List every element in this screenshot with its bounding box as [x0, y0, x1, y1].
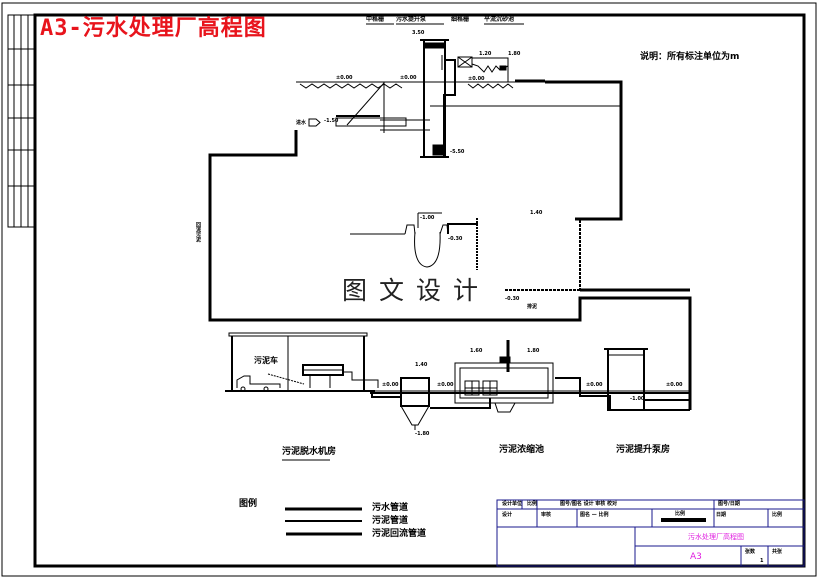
elev-sludge-ground-1: ±0.00	[382, 382, 399, 388]
sludge-thickener	[454, 340, 554, 413]
tb-r2-c2: 审核	[541, 512, 552, 518]
elev-pump-bottom: -5.50	[450, 149, 465, 155]
header-fine-screen: 细格栅	[451, 16, 470, 23]
tb-sheet-label: 张数	[745, 549, 756, 555]
tb-r1-c4: 图号/日期	[718, 501, 740, 507]
tb-drawing-name: 污水处理厂高程图	[688, 533, 744, 541]
elev-grit-top: 1.80	[508, 51, 521, 57]
inflow-elevation: -1.50	[324, 118, 339, 124]
label-underlines	[282, 23, 524, 461]
tb-r2-c4: 比例	[675, 511, 686, 517]
elev-ground-left: ±0.00	[336, 75, 353, 81]
label-thickener: 污泥浓缩池	[499, 445, 545, 455]
header-grit-chamber: 平流沉砂池	[484, 16, 515, 23]
clarifier	[350, 212, 478, 270]
legend-item-sludge: 污泥管道	[372, 516, 409, 526]
header-sewage-pump: 污水提升泵	[396, 16, 427, 23]
sludge-pump-house	[604, 348, 690, 411]
elev-grit-ground: ±0.00	[468, 76, 485, 82]
elev-screen-top: 3.50	[412, 30, 425, 36]
title-block	[496, 499, 805, 567]
cone-thickener	[400, 377, 430, 430]
tb-sheet-size: A3	[690, 552, 702, 562]
inflow-label: 进水	[296, 120, 307, 126]
left-pipe-label: 回流污泥	[195, 222, 201, 242]
elev-sludge-ground-2: ±0.00	[437, 382, 454, 388]
legend-lines	[285, 507, 362, 536]
grit-chamber	[457, 56, 509, 82]
elev-pump-house-ground: ±0.00	[666, 382, 683, 388]
sludge-pipe	[371, 377, 611, 410]
ground-lines-bottom	[370, 390, 690, 394]
drawing-title: A3-污水处理厂高程图	[40, 16, 267, 41]
elev-thickener-tank-top: 1.80	[527, 348, 540, 354]
side-strip	[7, 14, 36, 228]
tb-r2-c3: 图名 — 比例	[580, 512, 609, 518]
tb-r2-c5: 日期	[716, 512, 727, 518]
legend-item-sewage: 污水管道	[372, 503, 409, 513]
drain-label: 排泥	[527, 304, 538, 310]
label-pump-house: 污泥提升泵房	[616, 445, 671, 455]
sludge-truck-label: 污泥车	[254, 356, 278, 365]
elev-ground-mid: ±0.00	[400, 75, 417, 81]
elev-sludge-ground-3: ±0.00	[586, 382, 603, 388]
ground-lines-top	[296, 81, 621, 126]
elev-mid-level: 1.40	[530, 210, 543, 216]
elev-sludge-level: -1.00	[420, 215, 435, 221]
tb-r2-c1: 设计	[502, 512, 513, 518]
tb-r1-c3: 图号/图名 设计 审核 校对	[560, 501, 618, 507]
units-note: 说明：所有标注单位为m	[640, 52, 740, 62]
dewatering-house	[225, 332, 379, 392]
sewage-pipeline	[208, 79, 692, 410]
elev-thickener-top: 1.60	[470, 348, 483, 354]
elev-grit-water: 1.20	[479, 51, 492, 57]
watermark: 图文设计	[336, 276, 497, 305]
elev-pump-house-water: -1.00	[630, 396, 645, 402]
tb-sheet-number: 1	[760, 558, 764, 564]
inner-frame	[33, 13, 806, 568]
elev-drain-level: -0.30	[505, 296, 520, 302]
elev-thickener-water: 1.40	[415, 362, 428, 368]
tb-r1-c1: 设计单位	[502, 501, 523, 507]
elev-thickener-bottom: -1.80	[415, 431, 430, 437]
label-dewatering-house: 污泥脱水机房	[282, 447, 337, 457]
tb-r2-c6: 比例	[772, 512, 783, 518]
legend-item-sludge-return: 污泥回流管道	[372, 529, 427, 539]
elev-clarifier-water: -0.30	[448, 236, 463, 242]
tb-page-label: 共张	[772, 549, 783, 555]
inflow-structure	[308, 39, 456, 158]
sludge-return-pipe	[505, 220, 690, 292]
tb-r1-c2: 比例	[527, 501, 538, 507]
legend-title: 图例	[239, 499, 258, 509]
header-coarse-screen: 中格栅	[366, 16, 385, 23]
